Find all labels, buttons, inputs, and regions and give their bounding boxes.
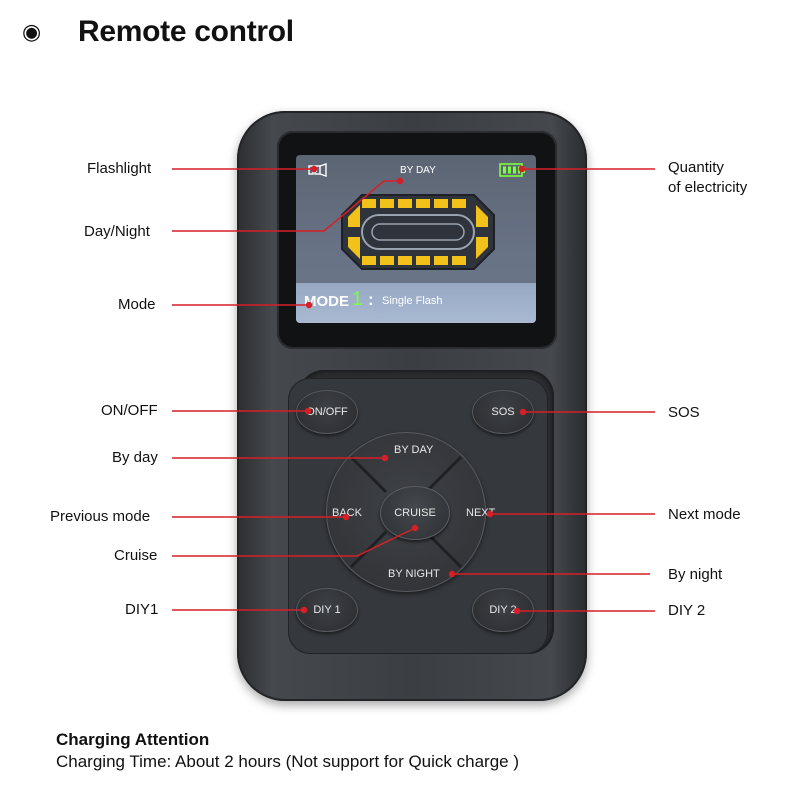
on-off-button[interactable]: ON/OFF bbox=[296, 390, 358, 434]
diy1-button-label: DIY 1 bbox=[313, 604, 341, 616]
light-bar-graphic bbox=[341, 194, 495, 270]
back-button[interactable]: BACK bbox=[332, 507, 362, 519]
sos-button-label: SOS bbox=[491, 406, 515, 418]
mode-bar: MODE 1 : Single Flash bbox=[296, 283, 536, 323]
callout-sos: SOS bbox=[668, 404, 700, 421]
callout-mode: Mode bbox=[118, 296, 156, 313]
diy2-button[interactable]: DIY 2 bbox=[472, 588, 534, 632]
diy2-button-label: DIY 2 bbox=[489, 604, 517, 616]
by-day-button[interactable]: BY DAY bbox=[394, 444, 434, 456]
page-title: Remote control bbox=[78, 15, 294, 48]
charging-time-text: Charging Time: About 2 hours (Not suppor… bbox=[56, 752, 520, 771]
callout-flashlight: Flashlight bbox=[87, 160, 152, 177]
callout-by-day: By day bbox=[112, 449, 158, 466]
callout-quantity-line2: of electricity bbox=[668, 179, 748, 196]
lcd-day-night-label: BY DAY bbox=[400, 165, 436, 176]
mode-number: 1 bbox=[352, 289, 363, 310]
on-off-button-label: ON/OFF bbox=[306, 406, 348, 418]
callout-previous-mode: Previous mode bbox=[50, 508, 151, 525]
callout-next-mode: Next mode bbox=[668, 506, 741, 523]
callout-diy2: DIY 2 bbox=[668, 602, 706, 619]
callout-by-night: By night bbox=[668, 566, 723, 583]
title-bullet-icon: ◉ bbox=[22, 19, 42, 44]
charging-attention-heading: Charging Attention bbox=[56, 730, 210, 749]
callout-diy1: DIY1 bbox=[125, 601, 159, 618]
mode-word: MODE bbox=[304, 293, 349, 310]
cruise-button-label: CRUISE bbox=[394, 507, 436, 519]
callout-on-off: ON/OFF bbox=[101, 402, 158, 419]
callout-cruise: Cruise bbox=[114, 547, 158, 564]
mode-name: Single Flash bbox=[382, 295, 443, 307]
callout-quantity-line1: Quantity bbox=[668, 159, 724, 176]
mode-separator: : bbox=[368, 290, 374, 309]
lcd-screen: BY DAY MODE 1 : Single Flash bbox=[296, 155, 536, 323]
callout-day-night: Day/Night bbox=[84, 223, 150, 240]
by-night-button[interactable]: BY NIGHT bbox=[388, 568, 440, 580]
dpad-dividers bbox=[349, 455, 463, 569]
